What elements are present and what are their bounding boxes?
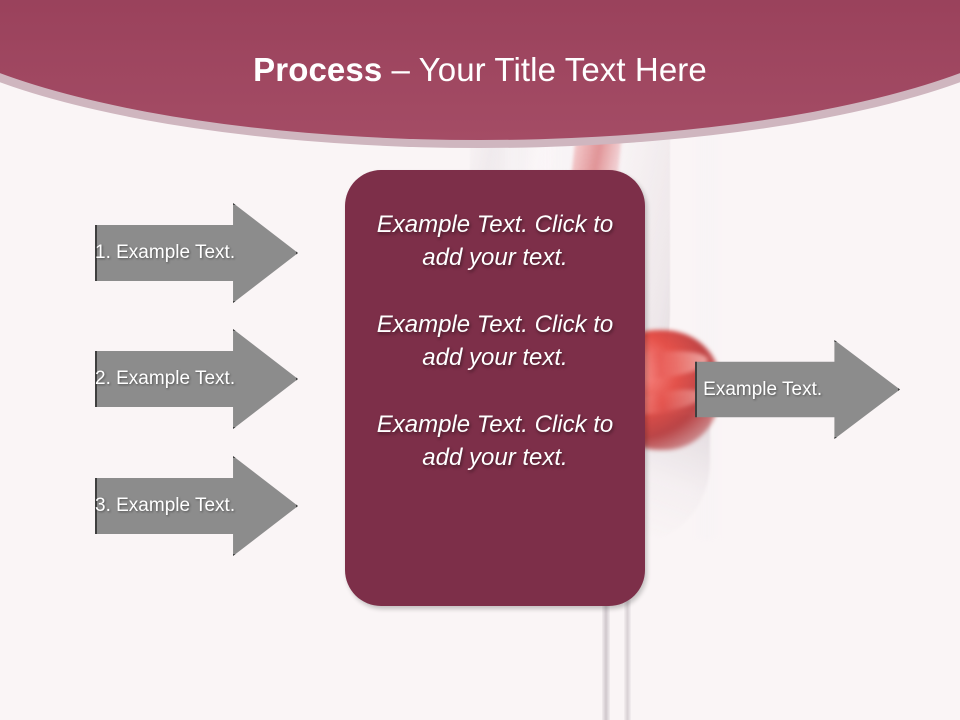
center-paragraph-2: Example Text. Click to add your text. — [376, 311, 614, 371]
process-arrow-1[interactable]: 1. Example Text. — [95, 203, 298, 303]
process-arrow-3-label: 3. Example Text. — [95, 495, 236, 516]
center-content-box[interactable]: Example Text. Click to add your text. Ex… — [345, 170, 645, 606]
wine-glass-stem — [602, 520, 610, 720]
process-arrow-2-label: 2. Example Text. — [95, 368, 236, 389]
page-title-light: – Your Title Text Here — [382, 51, 707, 88]
wine-glass-stem — [624, 520, 631, 720]
process-arrow-1-label: 1. Example Text. — [95, 242, 236, 263]
process-arrow-2[interactable]: 2. Example Text. — [95, 329, 298, 429]
center-paragraph-1: Example Text. Click to add your text. — [376, 211, 614, 271]
page-title: Process – Your Title Text Here — [0, 50, 960, 90]
page-title-strong: Process — [253, 51, 383, 88]
process-arrow-3[interactable]: 3. Example Text. — [95, 456, 298, 556]
output-arrow[interactable]: Example Text. — [695, 340, 900, 439]
center-paragraph-3: Example Text. Click to add your text. — [376, 411, 614, 471]
output-arrow-label: Example Text. — [703, 378, 823, 400]
